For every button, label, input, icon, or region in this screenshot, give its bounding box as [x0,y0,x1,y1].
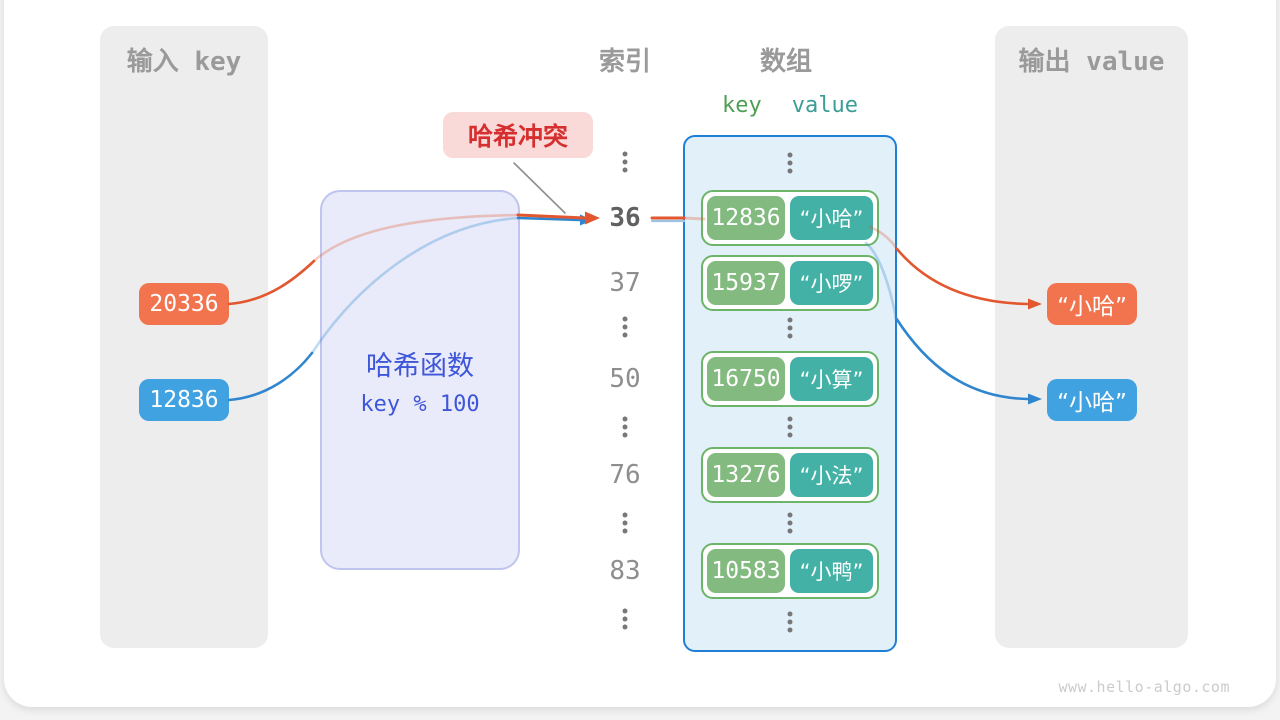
array-rows: 12836“小哈”15937“小啰”16750“小算”13276“小法”1058… [683,0,897,720]
pair-value: “小法” [790,453,873,497]
hash-function-box [320,190,520,570]
array-pair: 10583“小鸭” [701,543,879,599]
watermark: www.hello-algo.com [1058,678,1230,696]
pair-value: “小算” [790,357,873,401]
pair-value: “小哈” [790,196,873,240]
ellipsis-dots [787,512,793,534]
ellipsis-dots [787,611,793,633]
ellipsis-dots [622,416,628,438]
pair-key: 15937 [707,261,785,305]
output-value-chip: “小哈” [1047,283,1137,325]
ellipsis-dots [622,151,628,173]
ellipsis-dots [622,316,628,338]
pair-key: 10583 [707,549,785,593]
hash-function-title: 哈希函数 [366,351,474,382]
array-heading: 数组 [759,47,812,77]
ellipsis-dots [622,512,628,534]
index-column: 36 37 50 76 83 [597,0,653,720]
hash-function-formula: key % 100 [360,392,480,417]
output-value-heading: 输出 value [1018,47,1165,77]
pair-key: 13276 [707,453,785,497]
array-pair: 13276“小法” [701,447,879,503]
array-pair: 15937“小啰” [701,255,879,311]
hash-collision-badge: 哈希冲突 [443,112,593,158]
ellipsis-dots [787,416,793,438]
array-pair: 16750“小算” [701,351,879,407]
value-column-label: value [791,93,858,118]
input-key-panel [100,26,268,648]
index-value: 50 [609,364,641,394]
input-key-chip: 12836 [139,379,229,421]
index-value: 76 [609,460,641,490]
pair-key: 12836 [707,196,785,240]
pair-value: “小啰” [790,261,873,305]
output-value-panel [995,26,1188,648]
pair-key: 16750 [707,357,785,401]
pair-value: “小鸭” [790,549,873,593]
output-value-chip: “小哈” [1047,379,1137,421]
index-value: 83 [609,556,641,586]
input-key-chip: 20336 [139,283,229,325]
input-key-heading: 输入 key [126,47,242,77]
index-value: 36 [609,203,641,233]
ellipsis-dots [787,152,793,174]
index-value: 37 [609,268,641,298]
array-pair: 12836“小哈” [701,190,879,246]
key-column-label: key [722,93,762,118]
index-heading: 索引 [598,47,651,77]
array-kv-labels: key value [683,93,897,118]
ellipsis-dots [787,317,793,339]
ellipsis-dots [622,608,628,630]
